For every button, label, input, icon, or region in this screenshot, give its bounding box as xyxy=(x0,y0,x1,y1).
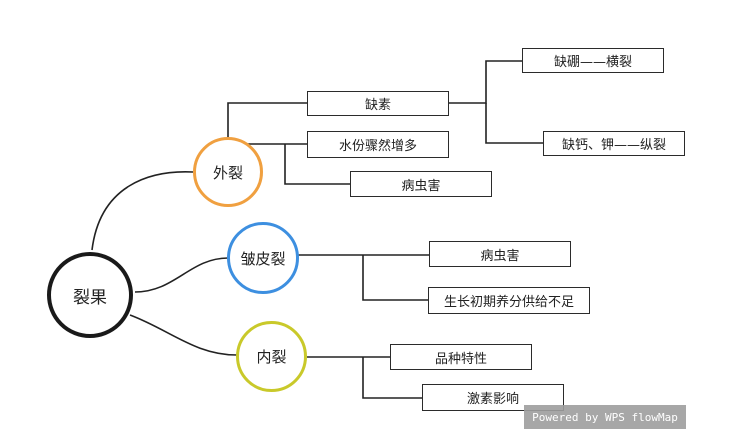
branch-label-outer: 外裂 xyxy=(212,163,243,182)
branch-label-inner: 内裂 xyxy=(256,348,287,366)
watermark-text: Powered by WPS flowMap xyxy=(532,410,678,424)
leaf-label: 生长初期养分供给不足 xyxy=(443,295,574,310)
leaf-label: 水份骤然增多 xyxy=(338,139,417,154)
leaf-pest-outer: 病虫害 xyxy=(350,171,492,197)
leaf-variety: 品种特性 xyxy=(390,344,532,370)
connector-root-outer xyxy=(91,171,194,251)
leaf-label: 病虫害 xyxy=(401,178,441,194)
leaf-lack-elements: 缺素 xyxy=(307,91,449,116)
connector-root-inner xyxy=(129,314,238,356)
branch-node-wrinkle: 皱皮裂 xyxy=(227,222,299,294)
connector-outer-pest xyxy=(284,144,350,185)
leaf-label: 病虫害 xyxy=(480,248,520,264)
branch-node-inner: 内裂 xyxy=(236,321,307,392)
leaf-water-surge: 水份骤然增多 xyxy=(307,131,449,158)
leaf-label: 品种特性 xyxy=(434,351,487,367)
leaf-early-nutrition: 生长初期养分供给不足 xyxy=(428,287,590,314)
leaf-pest-wrinkle: 病虫害 xyxy=(429,241,571,267)
leaf-label: 激素影响 xyxy=(466,392,519,407)
root-node: 裂果 xyxy=(47,252,133,338)
root-label: 裂果 xyxy=(73,287,107,308)
leaf-label: 缺钙、钾——纵裂 xyxy=(561,138,666,153)
connector-lack-boron xyxy=(449,60,522,104)
leaf-lack-boron: 缺硼——横裂 xyxy=(522,48,664,73)
wps-flowmap-watermark: Powered by WPS flowMap xyxy=(524,405,686,429)
branch-label-wrinkle: 皱皮裂 xyxy=(240,249,286,268)
connector-root-wrinkle xyxy=(134,257,229,293)
leaf-lack-ca-k: 缺钙、钾——纵裂 xyxy=(543,131,685,156)
leaf-label: 缺硼——横裂 xyxy=(553,55,632,70)
branch-node-outer: 外裂 xyxy=(193,137,263,207)
connector-outer-lack xyxy=(227,102,307,137)
connector-inner-hormone xyxy=(362,357,422,399)
leaf-label: 缺素 xyxy=(364,98,391,113)
connector-wrinkle-nutrition xyxy=(362,255,428,301)
connector-lack-cak xyxy=(485,103,543,144)
